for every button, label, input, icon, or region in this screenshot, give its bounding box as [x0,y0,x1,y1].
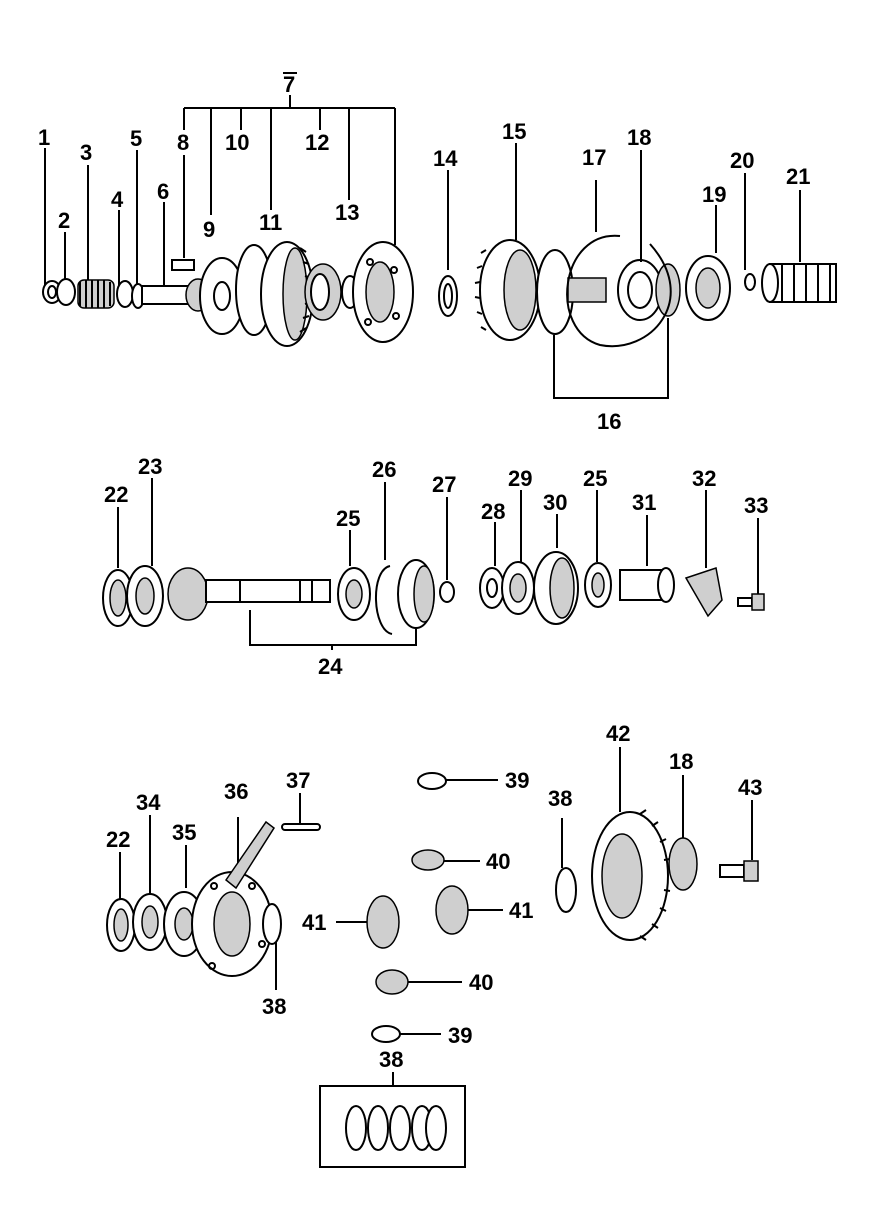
label-40-top: 40 [486,849,510,874]
part-2-washer [56,232,76,306]
label-17: 17 [582,145,606,170]
part-41-side-gear-right [435,885,503,935]
part-32-fork [684,490,723,618]
label-43: 43 [738,775,762,800]
label-24: 24 [318,654,343,679]
label-33: 33 [744,493,768,518]
label-34: 34 [136,790,161,815]
label-18-top: 18 [627,125,651,150]
label-19: 19 [702,182,726,207]
label-40-bottom: 40 [469,970,493,995]
part-26-ring [374,482,393,635]
label-35: 35 [172,820,196,845]
label-10: 10 [225,130,249,155]
part-40-pinion-top [411,849,480,871]
label-23: 23 [138,454,162,479]
label-25-mid-left: 25 [336,506,360,531]
part-29-bearing [501,490,535,615]
label-5: 5 [130,126,142,151]
label-11: 11 [259,210,282,235]
part-18-bearing-b [668,775,698,891]
label-39-bottom: 39 [448,1023,472,1048]
part-31-sleeve [619,515,675,603]
part-42-ring-gear [591,747,671,941]
label-6: 6 [157,179,169,204]
part-labels: 1 2 3 4 5 6 7 8 9 10 11 12 13 14 15 16 1… [38,72,810,1072]
part-39-washer-bottom [371,1025,441,1043]
part-19-bearing [685,205,731,321]
part-25-bearing-b [584,490,612,608]
part-17-snap-ring [566,180,672,348]
part-39-washer-top [417,772,498,790]
label-29: 29 [508,466,532,491]
label-16: 16 [597,409,621,434]
label-7: 7 [283,72,295,97]
label-15: 15 [502,119,526,144]
label-36: 36 [224,779,248,804]
part-43-bolt [719,800,759,882]
label-21: 21 [786,164,810,189]
part-28-washer [479,522,505,609]
label-38-case: 38 [262,994,286,1019]
bracket-7 [183,72,396,245]
part-7-carrier [352,241,414,343]
part-41-side-gear-left [336,895,400,949]
part-37-pin [281,793,321,831]
label-32: 32 [692,466,716,491]
label-42: 42 [606,721,630,746]
label-31: 31 [632,490,656,515]
label-39-top: 39 [505,768,529,793]
part-33-bolt [737,518,765,611]
part-15-ring-gear [474,143,541,341]
part-4-bearing [116,210,134,308]
label-3: 3 [80,140,92,165]
part-22-race [102,507,134,627]
label-18-bottom: 18 [669,749,693,774]
label-4: 4 [111,187,124,212]
part-30-gear [533,514,579,625]
label-22-bottom: 22 [106,827,130,852]
label-1: 1 [38,125,50,150]
label-37: 37 [286,768,310,793]
part-21-needle-bearing [761,190,837,303]
part-38-shim [262,903,282,990]
part-26-gear [397,559,435,629]
label-26: 26 [372,457,396,482]
label-22-mid: 22 [104,482,128,507]
part-11-drum-gear [260,241,314,347]
part-24-shaft [167,567,417,650]
label-20: 20 [730,148,754,173]
part-25-bearing [337,530,371,621]
part-3-gear [77,165,115,309]
label-41-left: 41 [302,910,326,935]
part-5-washer [131,150,145,309]
part-40-pinion-bottom [375,969,462,995]
label-13: 13 [335,200,359,225]
label-25-mid-right: 25 [583,466,607,491]
label-8: 8 [177,130,189,155]
label-2: 2 [58,208,70,233]
part-14-thrust-washer [438,170,458,317]
label-28: 28 [481,499,505,524]
part-34-bearing [132,815,168,951]
part-16-assembly [536,249,681,399]
label-38-box: 38 [379,1047,403,1072]
part-22-race-b [106,852,136,952]
part-8-bolt [171,155,195,271]
label-14: 14 [433,146,458,171]
part-23-bearing [126,478,164,627]
part-36-case [191,817,276,977]
part-20-clip [744,173,756,291]
part-12-bearing [304,263,342,321]
label-30: 30 [543,490,567,515]
label-38-right: 38 [548,786,572,811]
label-27: 27 [432,472,456,497]
part-38-shim-set-box [319,1072,466,1168]
label-41-right: 41 [509,898,533,923]
part-38-shim-right [555,818,577,913]
label-12: 12 [305,130,329,155]
label-9: 9 [203,217,215,242]
part-27-nut [439,497,455,603]
